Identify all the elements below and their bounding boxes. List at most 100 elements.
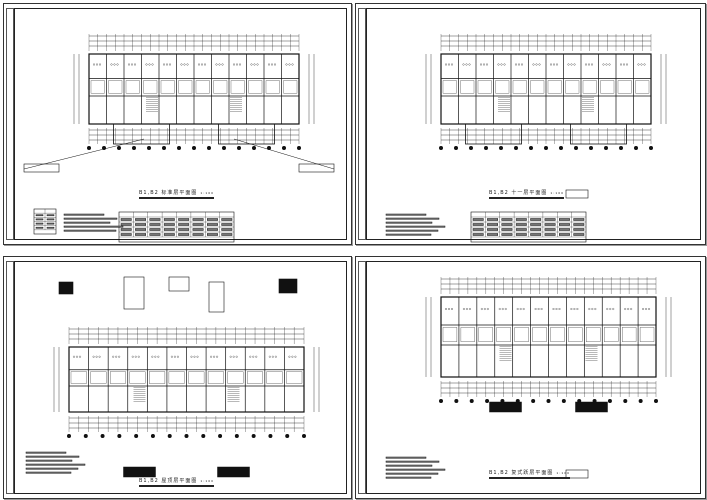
fixture <box>201 63 203 66</box>
fixture <box>451 308 453 310</box>
fixture <box>128 63 130 66</box>
fixture <box>627 308 630 310</box>
note-line <box>25 455 80 458</box>
table-cell-text <box>487 223 498 226</box>
fixture <box>540 308 543 310</box>
fixture <box>451 63 453 66</box>
fixture <box>591 308 594 310</box>
fixture <box>180 63 183 66</box>
room-fixture <box>195 80 210 94</box>
fixture <box>643 63 646 66</box>
room-fixture <box>188 371 205 384</box>
fixture <box>93 63 95 66</box>
table-cell-text <box>135 218 146 221</box>
note-line <box>385 476 432 479</box>
axis-bubble <box>134 434 139 438</box>
room-fixture <box>565 80 580 94</box>
note-line <box>385 217 440 220</box>
table-cell-text <box>163 223 175 226</box>
axis-bubble <box>544 146 548 150</box>
title-text: B1,B2 十一层平面图 <box>489 190 548 196</box>
fixture <box>550 63 552 66</box>
table-cell-text <box>559 223 570 226</box>
room-fixture <box>442 327 458 342</box>
axis-bubble <box>177 146 181 150</box>
fixture <box>585 63 587 66</box>
fixture <box>567 63 570 66</box>
roof-hatch <box>123 466 156 478</box>
fixture <box>519 308 522 310</box>
fixture <box>291 355 294 358</box>
room-fixture <box>230 80 245 94</box>
fixture <box>79 355 81 358</box>
fixture <box>558 308 561 310</box>
title-block-strip <box>358 8 366 240</box>
table-cell-text <box>221 218 233 221</box>
table-cell-text <box>515 233 527 236</box>
fixture <box>110 63 113 66</box>
fixture <box>532 63 535 66</box>
fixture <box>534 308 537 310</box>
room-fixture <box>622 327 637 342</box>
title-block-strip <box>358 261 366 494</box>
fixture <box>76 355 78 358</box>
room-fixture <box>143 80 158 94</box>
table-cell-text <box>472 218 484 221</box>
fixture <box>115 355 118 358</box>
axis-bubble <box>268 434 273 438</box>
title-text: B1,B2 屋顶层平面图 <box>139 478 198 484</box>
room-fixture <box>568 327 583 342</box>
fixture <box>134 355 137 358</box>
floor-plan-drawing <box>385 277 672 479</box>
fixture <box>274 63 276 66</box>
axis-bubble <box>469 146 473 150</box>
axis-bubble <box>117 434 122 438</box>
fixture <box>535 63 538 66</box>
fixture <box>235 355 238 358</box>
fixture <box>556 63 558 66</box>
note-line <box>25 459 73 462</box>
room-fixture <box>207 371 224 384</box>
table-cell-text <box>120 233 132 236</box>
fixture <box>288 355 291 358</box>
fixture <box>170 355 173 358</box>
table-cell-text <box>501 223 513 226</box>
axis-bubble <box>531 399 536 403</box>
fixture <box>118 355 121 358</box>
table-cell-text <box>46 214 55 217</box>
floor-plan-drawing <box>23 34 335 243</box>
room-fixture <box>90 371 107 384</box>
room-fixture <box>168 371 185 384</box>
fixture <box>233 63 235 66</box>
fixture <box>113 63 116 66</box>
fixture <box>637 63 640 66</box>
axis-bubble <box>484 146 488 150</box>
fixture <box>570 308 573 310</box>
room-fixture <box>604 327 619 342</box>
fixture <box>137 355 140 358</box>
fixture <box>468 63 471 66</box>
note-line <box>385 213 427 216</box>
fixture <box>630 308 633 310</box>
table-cell-text <box>487 218 498 221</box>
table-cell-text <box>207 228 218 231</box>
fixture <box>626 63 628 66</box>
axis-bubble <box>561 399 566 403</box>
table-cell-text <box>573 233 585 236</box>
note-line <box>385 468 446 471</box>
table-cell-text <box>501 233 513 236</box>
table-cell-text <box>501 218 513 221</box>
note-line <box>25 463 86 466</box>
scale-text: 1:100 <box>550 191 565 195</box>
table-cell-text <box>573 218 585 221</box>
note-line <box>385 229 439 232</box>
room-fixture <box>247 371 263 384</box>
fixture <box>271 63 273 66</box>
fixture <box>285 63 288 66</box>
fixture <box>468 308 471 310</box>
table-cell-text <box>35 226 44 229</box>
table-cell-text <box>163 218 175 221</box>
fixture <box>591 63 593 66</box>
room-fixture <box>227 371 244 384</box>
